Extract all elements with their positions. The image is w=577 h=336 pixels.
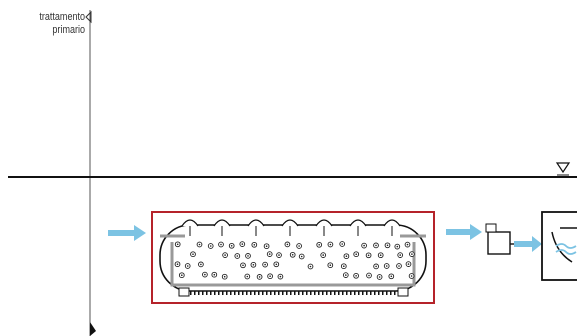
particle-core (390, 275, 393, 278)
particle-core (345, 255, 348, 257)
particle-core (375, 265, 377, 268)
particle-core (386, 244, 389, 247)
particle-core (410, 275, 413, 277)
particle-core (396, 245, 399, 248)
particle-core (411, 253, 413, 255)
particle-core (355, 275, 357, 277)
pump-well-icon (485, 223, 515, 255)
stage-label-line-2: primario (52, 24, 85, 36)
particle-core (291, 254, 294, 256)
particle-core (269, 275, 271, 278)
next-treatment-unit (541, 211, 577, 281)
particle-core (230, 245, 233, 247)
particle-core (200, 263, 202, 266)
particle-core (186, 265, 189, 267)
stage-label-line-1: trattamento (39, 11, 85, 23)
particle-core (181, 274, 183, 277)
tank-inner-baffle (170, 242, 416, 287)
particle-core (378, 276, 381, 278)
particle-core (286, 243, 289, 246)
highlight-frame (151, 211, 435, 304)
particle-core (355, 253, 358, 255)
particle-core (406, 243, 409, 246)
tank-body (159, 224, 427, 292)
particle-core (363, 244, 365, 247)
inspection-cap (181, 219, 199, 236)
particle-core (345, 274, 347, 276)
particle-core (264, 263, 266, 266)
particle-core (367, 254, 370, 257)
particle-core (236, 255, 239, 257)
triangle-down-icon (555, 162, 571, 174)
particle-core (252, 264, 255, 266)
particle-core (258, 276, 261, 278)
particle-core (224, 254, 226, 256)
tank-foot-right (397, 287, 409, 297)
particle-core (385, 265, 388, 267)
particle-field (174, 241, 415, 280)
particle-core (399, 254, 402, 256)
particle-core (213, 273, 216, 276)
inflow-arrow (108, 225, 146, 241)
particle-core (298, 245, 300, 247)
particle-core (247, 255, 249, 257)
water-level-indicator (555, 162, 571, 176)
arrowhead-icon (90, 322, 96, 336)
particle-core (220, 243, 222, 246)
particle-core (322, 254, 325, 256)
particle-core (268, 253, 271, 255)
inspection-cap (383, 219, 401, 236)
inspection-cap (247, 219, 265, 236)
inspection-cap (213, 219, 231, 236)
tank-foot-left (178, 287, 190, 297)
particle-core (341, 243, 344, 245)
inspection-cap (281, 219, 299, 236)
particle-core (223, 275, 226, 278)
inspection-cap (349, 219, 367, 236)
particle-core (241, 243, 244, 245)
particle-core (368, 274, 370, 277)
particle-core (275, 263, 278, 266)
particle-core (204, 273, 206, 276)
particle-core (279, 275, 282, 278)
triangle-left-icon (85, 10, 92, 24)
septic-tank (159, 219, 427, 297)
particle-core (176, 243, 179, 246)
particle-core (309, 265, 312, 268)
particle-core (176, 263, 179, 266)
particle-core (253, 244, 256, 246)
stage-label: trattamento primario (11, 11, 85, 37)
particle-core (343, 265, 345, 268)
inspection-cap (315, 219, 333, 236)
particle-core (398, 265, 400, 267)
particle-core (278, 254, 280, 256)
particle-core (329, 264, 332, 267)
particle-core (318, 244, 321, 246)
particle-core (329, 243, 332, 246)
particle-core (242, 264, 244, 267)
particle-core (379, 254, 382, 256)
inspection-caps (181, 219, 401, 236)
outflow-arrow (446, 224, 482, 240)
particle-core (300, 255, 303, 258)
final-arrow (514, 236, 542, 252)
particle-core (192, 253, 194, 255)
particle-core (375, 244, 377, 247)
particle-core (407, 263, 410, 265)
particle-core (246, 275, 249, 278)
particle-core (265, 245, 268, 247)
particle-core (209, 245, 212, 247)
particle-core (198, 243, 201, 246)
